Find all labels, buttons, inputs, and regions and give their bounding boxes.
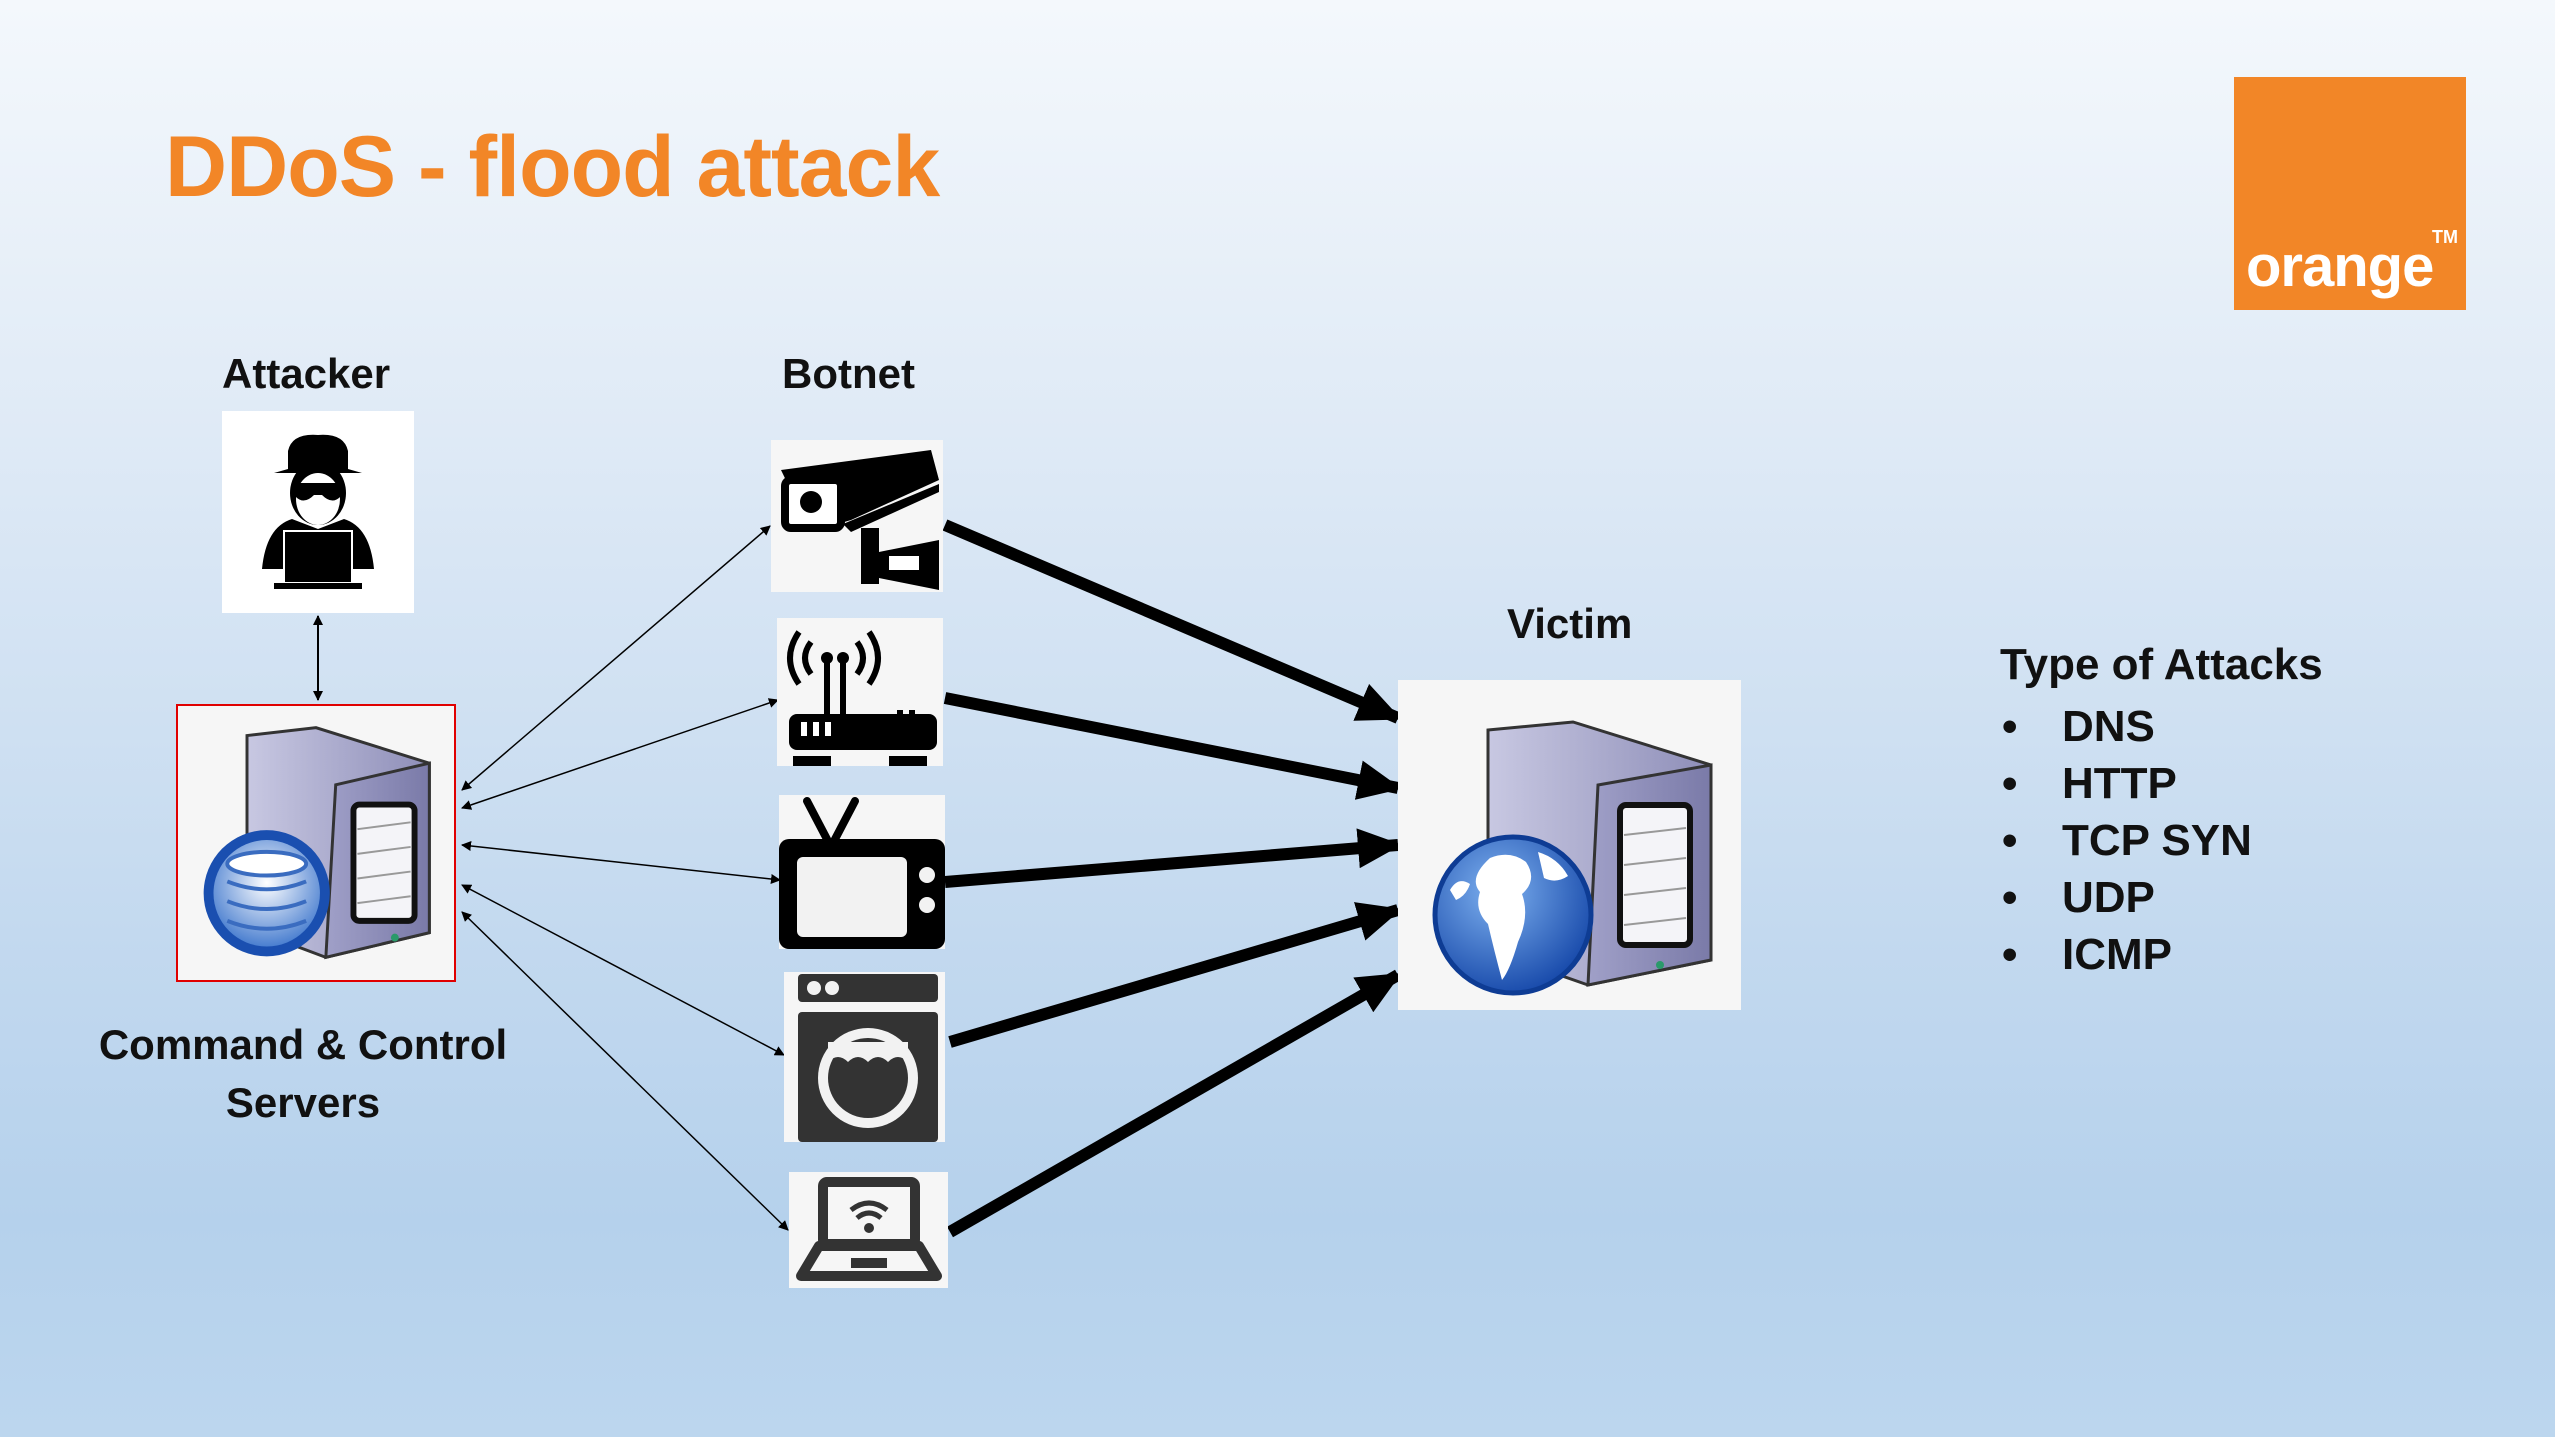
cnc-label-line1: Command & Control — [98, 1021, 508, 1068]
attack-type-udp: UDP — [2062, 873, 2155, 922]
bot-laptop[interactable] — [789, 1172, 948, 1288]
edge-cnc-washer — [461, 884, 785, 1056]
botnet-label: Botnet — [782, 350, 915, 397]
bot-television[interactable] — [779, 795, 945, 949]
cnc-label-line2: Servers — [225, 1079, 381, 1126]
hacker-icon — [262, 434, 374, 589]
edge-cnc-camera — [461, 525, 771, 791]
edge-cnc-router — [461, 698, 779, 810]
bot-washing-machine[interactable] — [784, 972, 945, 1142]
attack-type-http: HTTP — [2062, 759, 2177, 808]
list-item: • ICMP — [2000, 926, 2323, 983]
list-item: • DNS — [2000, 698, 2323, 755]
bullet-icon: • — [2002, 702, 2018, 751]
database-server-icon — [203, 726, 431, 960]
edge-washer-victim — [948, 902, 1402, 1048]
bot-wifi-router[interactable] — [777, 618, 943, 766]
victim-label: Victim — [1507, 600, 1633, 647]
logo-trademark: TM — [2432, 227, 2458, 247]
washing-machine-icon — [798, 974, 938, 1142]
attack-type-icmp: ICMP — [2062, 930, 2172, 979]
tv-icon — [779, 797, 945, 949]
slide-title: DDoS - flood attack — [165, 119, 940, 215]
web-server-icon — [1432, 720, 1713, 996]
logo-wordmark: orange — [2246, 234, 2434, 299]
orange-logo: orange TM — [2234, 77, 2466, 310]
bullet-icon: • — [2002, 816, 2018, 865]
edge-router-victim — [943, 692, 1402, 800]
list-item: • UDP — [2000, 869, 2323, 926]
list-item: • TCP SYN — [2000, 812, 2323, 869]
bot-security-camera[interactable] — [771, 440, 943, 592]
laptop-wifi-icon — [796, 1177, 942, 1281]
edge-cnc-laptop — [461, 911, 789, 1231]
attacker-node[interactable] — [222, 411, 414, 613]
victim-server-node[interactable] — [1398, 680, 1741, 1010]
cnc-label: Command & Control Servers — [98, 1016, 508, 1132]
bullet-icon: • — [2002, 873, 2018, 922]
edge-cnc-tv — [461, 841, 781, 884]
edge-laptop-victim — [947, 969, 1402, 1238]
cnc-server-node[interactable] — [176, 704, 456, 982]
router-icon — [787, 630, 937, 766]
cctv-camera-icon — [781, 450, 939, 590]
edge-camera-victim — [942, 519, 1402, 724]
bullet-icon: • — [2002, 930, 2018, 979]
attack-types-panel: Type of Attacks • DNS • HTTP • TCP SYN • UDP… — [2000, 640, 2323, 983]
edge-tv-victim — [944, 828, 1402, 888]
bullet-icon: • — [2002, 759, 2018, 808]
list-item: • HTTP — [2000, 755, 2323, 812]
attack-type-dns: DNS — [2062, 702, 2155, 751]
attacker-label: Attacker — [222, 350, 391, 397]
attack-type-tcp-syn: TCP SYN — [2062, 816, 2252, 865]
attack-types-heading: Type of Attacks — [2000, 640, 2323, 689]
attack-types-list: • DNS • HTTP • TCP SYN • UDP • ICMP — [2000, 698, 2323, 983]
